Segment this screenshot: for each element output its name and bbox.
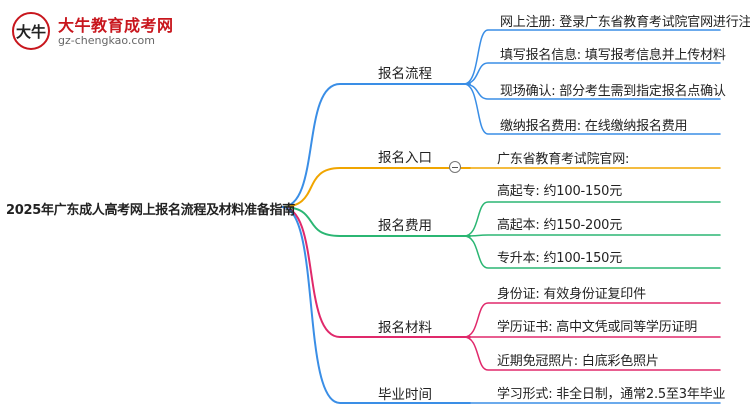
leaf-fee-zhuanshengben: 专升本: 约100-150元	[497, 251, 623, 266]
branch-connector	[281, 83, 471, 208]
branch-connector	[281, 206, 471, 404]
branch-registration-materials: 报名材料	[378, 320, 432, 336]
leaf-connector	[463, 235, 721, 269]
branch-registration-process: 报名流程	[378, 66, 432, 82]
leaf-id-card: 身份证: 有效身份证复印件	[497, 287, 646, 302]
leaf-pay-fee: 缴纳报名费用: 在线缴纳报名费用	[500, 119, 688, 134]
branch-graduation-time: 毕业时间	[378, 387, 432, 403]
branch-connector	[281, 206, 471, 338]
branch-registration-entry: 报名入口	[378, 150, 432, 166]
leaf-fill-info: 填写报名信息: 填写报考信息并上传材料	[500, 48, 726, 63]
logo-url: gz-chengkao.com	[58, 34, 155, 47]
root-topic: 2025年广东成人高考网上报名流程及材料准备指南	[6, 203, 295, 218]
branch-connector	[281, 206, 471, 237]
collapse-toggle[interactable]	[449, 161, 461, 173]
leaf-fee-gaoqiben: 高起本: 约150-200元	[497, 218, 623, 233]
leaf-connector	[463, 83, 721, 100]
leaf-connector	[463, 302, 721, 338]
leaf-connector	[463, 201, 721, 237]
leaf-study-form: 学习形式: 非全日制，通常2.5至3年毕业	[497, 387, 726, 402]
leaf-photo: 近期免冠照片: 白底彩色照片	[497, 354, 659, 369]
leaf-connector	[463, 62, 721, 85]
logo: 大牛 大牛教育成考网 gz-chengkao.com	[8, 10, 173, 54]
leaf-connector	[463, 336, 721, 371]
leaf-connector	[463, 234, 721, 237]
branch-connector	[281, 167, 471, 208]
logo-mark: 大牛	[12, 12, 50, 50]
leaf-connector	[463, 83, 721, 135]
leaf-online-registration: 网上注册: 登录广东省教育考试院官网进行注册	[500, 15, 750, 30]
leaf-fee-gaoqizhuan: 高起专: 约100-150元	[497, 184, 623, 199]
logo-name: 大牛教育成考网	[58, 16, 174, 35]
leaf-onsite-confirm: 现场确认: 部分考生需到指定报名点确认	[500, 84, 726, 99]
leaf-connector	[463, 29, 721, 85]
branch-registration-fee: 报名费用	[378, 218, 432, 234]
leaf-official-site: 广东省教育考试院官网:	[497, 152, 630, 167]
leaf-diploma: 学历证书: 高中文凭或同等学历证明	[497, 320, 698, 335]
